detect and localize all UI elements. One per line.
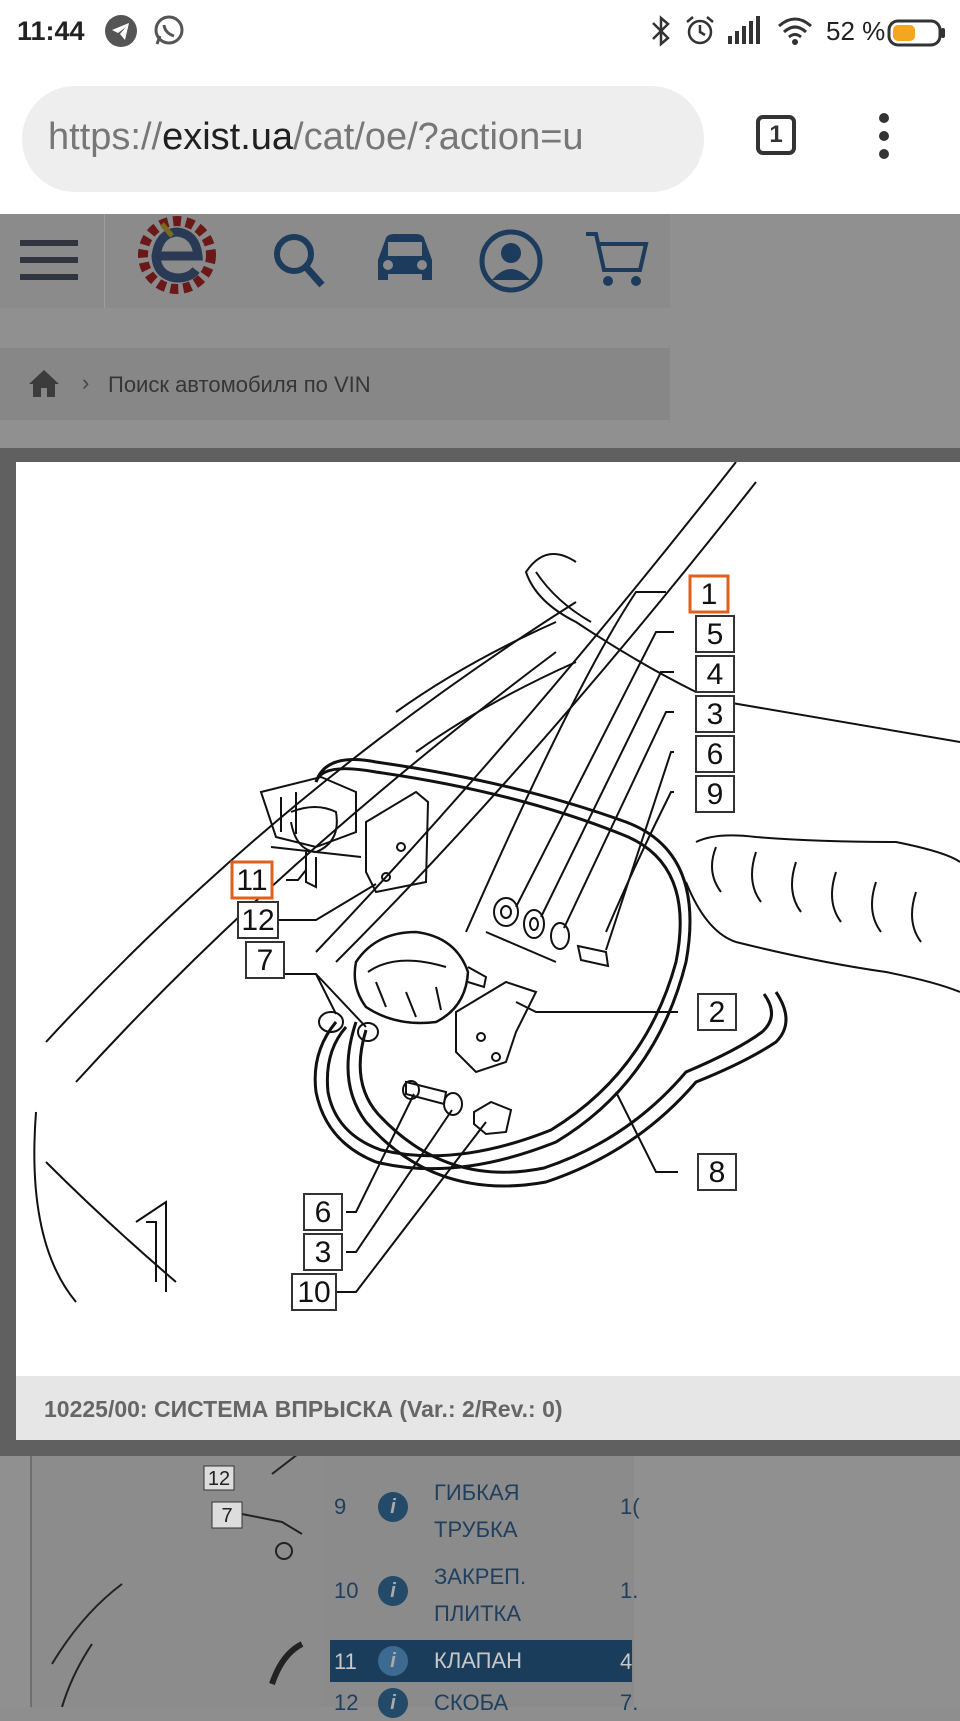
callout-1: 1 [701, 578, 718, 611]
exist-logo[interactable] [132, 210, 222, 300]
info-icon[interactable]: i [378, 1646, 408, 1676]
alarm-icon [686, 16, 714, 45]
url-domain: exist.ua [162, 116, 294, 158]
callout-12: 12 [241, 904, 274, 937]
header-divider [104, 214, 105, 308]
battery-icon [887, 19, 945, 47]
parts-table: ТРУБКА 9 i ГИБКАЯ ТРУБКА 1( 10 i ЗАКРЕП.… [324, 1450, 640, 1718]
chevron-right-icon: › [82, 370, 90, 395]
search-icon[interactable] [272, 232, 326, 290]
callout-5: 5 [707, 618, 724, 651]
table-row[interactable]: 9 i ГИБКАЯ ТРУБКА 1( [334, 1480, 640, 1542]
callout-2: 2 [709, 996, 726, 1029]
telegram-icon [105, 15, 137, 47]
callout-3: 3 [707, 698, 724, 731]
signal-icon [728, 16, 760, 44]
bluetooth-icon [652, 15, 670, 47]
breadcrumb: › Поиск автомобиля по VIN [0, 348, 670, 420]
home-icon[interactable] [28, 368, 60, 398]
status-time: 11:44 [17, 16, 85, 46]
browser-menu-icon[interactable] [876, 113, 892, 163]
url-text[interactable]: https://exist.ua/cat/oe/?action=u [48, 116, 678, 159]
info-icon[interactable]: i [378, 1688, 408, 1718]
callout-3b: 3 [315, 1236, 332, 1269]
whatsapp-icon [154, 15, 184, 45]
url-path: /cat/oe/?action=u [293, 116, 584, 158]
background-diagram-thumbnail: 12 7 [30, 1454, 326, 1707]
callout-6: 6 [707, 738, 724, 771]
table-row[interactable]: 12 i СКОБА 7. [330, 1688, 638, 1718]
table-row-selected[interactable]: 11 i КЛАПАН 4 [330, 1640, 632, 1682]
diagram-lightbox: 1 5 4 3 6 9 11 12 7 2 8 [0, 448, 960, 1456]
diagram-panel: 1 5 4 3 6 9 11 12 7 2 8 [16, 462, 960, 1440]
breadcrumb-vin-search[interactable]: Поиск автомобиля по VIN [108, 372, 371, 397]
table-row[interactable]: 10 i ЗАКРЕП. ПЛИТКА 1. [334, 1564, 639, 1626]
callout-11: 11 [236, 864, 267, 897]
url-prefix: https:// [48, 116, 163, 158]
cart-icon[interactable] [584, 228, 650, 290]
diagram-caption: 10225/00: СИСТЕМА ВПРЫСКА (Var.: 2/Rev.:… [44, 1396, 563, 1422]
bg-callout-7: 7 [221, 1505, 232, 1527]
battery-percent: 52 % [826, 16, 886, 46]
car-icon[interactable] [372, 230, 438, 288]
wifi-icon [778, 17, 812, 45]
info-icon[interactable]: i [378, 1576, 408, 1606]
url-bar[interactable]: https://exist.ua/cat/oe/?action=u [22, 86, 704, 192]
bg-callout-12: 12 [208, 1468, 230, 1490]
status-bar: 11:44 52 % [0, 0, 960, 68]
account-icon[interactable] [478, 228, 544, 294]
callout-7: 7 [257, 944, 274, 977]
tab-switcher-button[interactable]: 1 [756, 115, 796, 155]
diagram-caption-bar: 10225/00: СИСТЕМА ВПРЫСКА (Var.: 2/Rev.:… [16, 1376, 960, 1440]
menu-icon[interactable] [20, 236, 78, 284]
callout-4: 4 [707, 658, 724, 691]
callout-10: 10 [297, 1276, 330, 1309]
callout-9: 9 [707, 778, 724, 811]
callout-6b: 6 [315, 1196, 332, 1229]
site-header [0, 214, 670, 308]
browser-toolbar: https://exist.ua/cat/oe/?action=u 1 [0, 68, 960, 214]
callout-8: 8 [709, 1156, 726, 1189]
info-icon[interactable]: i [378, 1492, 408, 1522]
parts-diagram[interactable]: 1 5 4 3 6 9 11 12 7 2 8 [16, 462, 960, 1376]
